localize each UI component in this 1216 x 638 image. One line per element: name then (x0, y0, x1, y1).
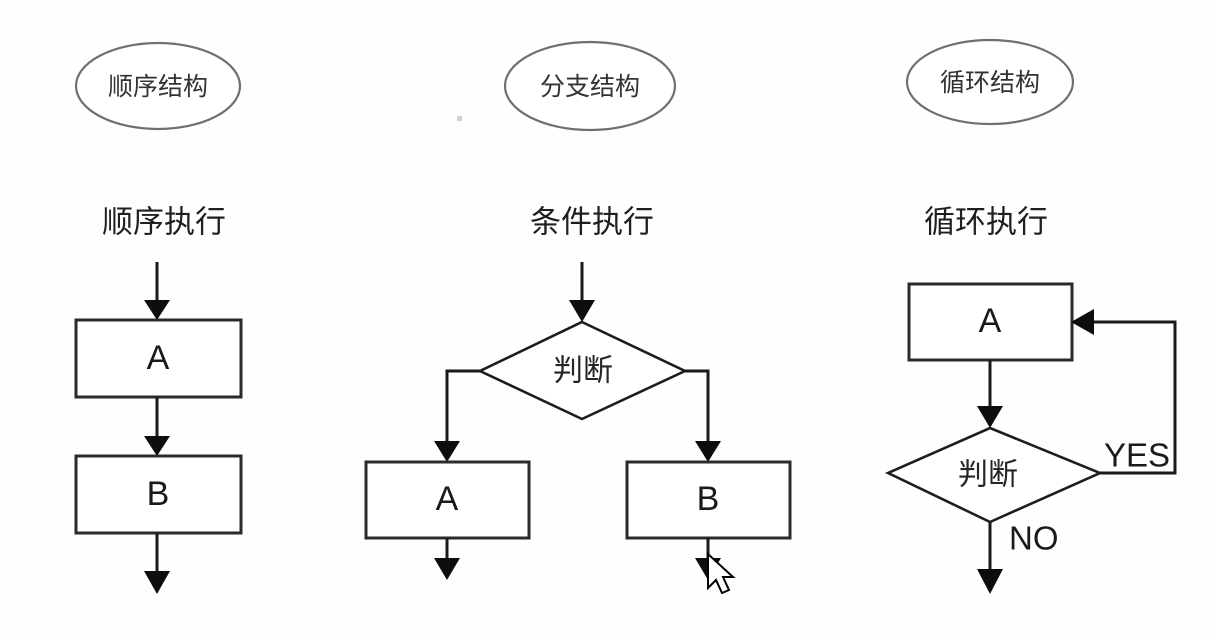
arrowhead-branch-a-to-end (434, 558, 460, 580)
column-loop: 循环结构 循环执行 A 判断 YES NO (884, 38, 1177, 594)
decision-diamond-branch (476, 320, 689, 421)
process-label-branch-a: A (436, 480, 459, 518)
process-label-seq-b: B (147, 475, 170, 513)
edge-label-yes: YES (1104, 437, 1170, 474)
edge-branch-left (445, 369, 480, 445)
column-branch: 分支结构 条件执行 判断 A B (364, 40, 792, 580)
process-box-seq-a (74, 318, 243, 399)
arrowhead-branch-left (434, 441, 460, 462)
arrowhead-loop-a-to-decision (977, 406, 1003, 428)
subtitle-label-loop: 循环执行 (924, 205, 1048, 241)
arrowhead-branch-start-to-decision (569, 300, 595, 322)
header-ellipse-branch (503, 40, 677, 132)
image-speck-artifact (457, 116, 462, 121)
edge-label-no: NO (1009, 520, 1059, 557)
header-label-sequence: 顺序结构 (108, 72, 208, 101)
mouse-pointer (707, 551, 736, 595)
arrowhead-branch-right (695, 441, 721, 462)
decision-label-loop: 判断 (958, 458, 1018, 493)
arrowhead-seq-start-to-a (144, 300, 170, 320)
edge-loop-yes-feedback (1090, 320, 1177, 475)
arrowhead-seq-a-to-b (144, 436, 170, 456)
header-label-branch: 分支结构 (540, 72, 640, 101)
header-label-loop: 循环结构 (940, 68, 1040, 97)
column-sequence: 顺序结构 顺序执行 A B (74, 41, 243, 594)
arrowhead-loop-yes-feedback (1071, 309, 1094, 335)
arrowhead-loop-no-exit (977, 569, 1003, 594)
edge-branch-right (685, 369, 710, 445)
subtitle-label-sequence: 顺序执行 (102, 205, 226, 241)
process-label-loop-a: A (979, 302, 1002, 340)
arrowhead-seq-b-to-end (144, 571, 170, 594)
process-label-seq-a: A (147, 339, 170, 377)
cursor-arrow-icon (707, 551, 736, 595)
header-ellipse-sequence (74, 41, 242, 131)
process-label-branch-b: B (697, 480, 720, 518)
process-box-branch-b (625, 460, 792, 540)
header-ellipse-loop (905, 38, 1075, 126)
decision-label-branch: 判断 (553, 354, 613, 389)
subtitle-label-branch: 条件执行 (530, 205, 654, 241)
